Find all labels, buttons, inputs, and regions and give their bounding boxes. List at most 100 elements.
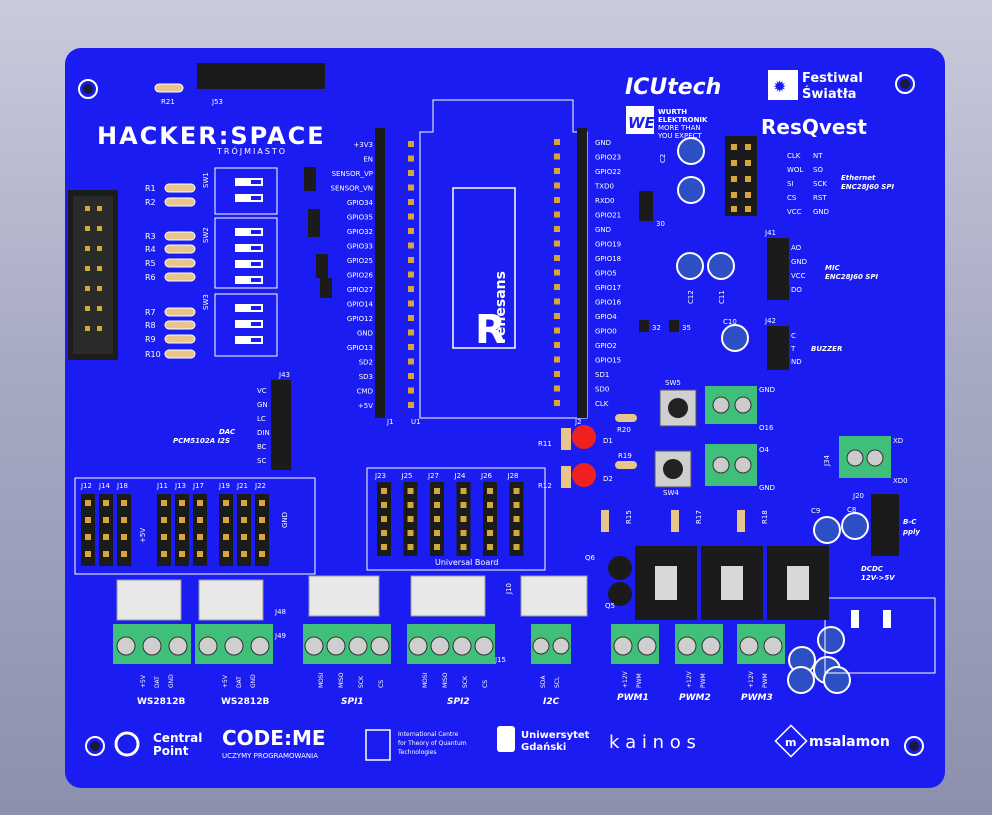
left-header-label: J14 xyxy=(98,482,111,490)
svg-text:BC: BC xyxy=(257,443,267,451)
screw-head xyxy=(552,637,570,655)
ethernet-title: Ethernet ENC28J60 SPI xyxy=(841,174,894,191)
svg-text:HACKER:SPACE: HACKER:SPACE xyxy=(97,122,326,150)
svg-text:J42: J42 xyxy=(764,317,776,325)
push-buttons: SW5 SW4 xyxy=(654,379,697,497)
svg-text:C11: C11 xyxy=(718,290,726,304)
header-pin xyxy=(197,517,203,523)
pwm-resistors: R15 R17 R18 xyxy=(601,510,769,532)
svg-text:TRÓJMIASTO: TRÓJMIASTO xyxy=(216,145,287,156)
svg-text:ICUtech: ICUtech xyxy=(625,75,721,100)
universal-header-label: J26 xyxy=(480,472,493,480)
universal-header-label: J23 xyxy=(374,472,386,480)
kainos-logo: k a i n o s xyxy=(609,732,696,753)
esp-pad xyxy=(408,373,414,379)
ethernet-pin-label: SCK xyxy=(813,180,827,188)
esp-pad xyxy=(554,240,560,247)
svg-text:32: 32 xyxy=(652,324,661,332)
esp-left-pin-label: GPIO34 xyxy=(347,199,374,207)
svg-text:R20: R20 xyxy=(617,426,631,434)
esp-right-pin-label: GND xyxy=(595,226,611,234)
header-pin xyxy=(241,517,247,523)
svg-text:pply: pply xyxy=(902,528,920,536)
mic-header: J41 AO GND VCC DO MIC ENC28J60 SPI xyxy=(764,229,878,300)
svg-text:k a i n o s: k a i n o s xyxy=(609,732,696,753)
esp-pad xyxy=(408,315,414,321)
esp-pad xyxy=(408,213,414,220)
ethernet-pin-label: GND xyxy=(813,208,829,216)
terminal-pin-label: PWM xyxy=(762,673,769,688)
terminal-pin-label: DAT xyxy=(236,676,243,688)
esp-right-pin-label: GPIO0 xyxy=(595,328,617,336)
screw-head xyxy=(474,636,494,656)
esp-left-pin-label: GPIO13 xyxy=(347,344,373,352)
svg-text:12V->5V: 12V->5V xyxy=(861,574,895,582)
svg-text:C2: C2 xyxy=(659,154,667,163)
gnd-label: GND xyxy=(281,512,289,528)
screw-head xyxy=(116,636,136,656)
terminal-pin-label: CS xyxy=(482,680,489,688)
svg-text:MIC: MIC xyxy=(825,264,841,272)
esp-pad xyxy=(408,257,414,263)
esp-pad xyxy=(408,199,414,205)
universal-header-label: J28 xyxy=(507,472,519,480)
esp-right-pin-label: SD0 xyxy=(595,386,609,394)
bottom-labels: WS2812B WS2812B SPI1 SPI2 I2C PWM1 PWM2 … xyxy=(137,693,773,707)
resistor-label: R7 xyxy=(145,308,156,317)
header-pin xyxy=(381,488,387,494)
header-pin xyxy=(513,544,520,550)
left-header-label: J18 xyxy=(116,482,128,490)
terminal-pin-label: SCK xyxy=(462,675,469,688)
header-pin xyxy=(460,502,467,508)
esp-pad xyxy=(554,211,560,218)
dcdc-module: DCDC 12V->5V xyxy=(824,565,936,674)
svg-text:XD: XD xyxy=(893,437,903,445)
resistor-label: R10 xyxy=(145,350,161,359)
ethernet-pin-label: CS xyxy=(787,194,797,202)
terminal-pin-label: DAT xyxy=(154,676,161,688)
esp-pad xyxy=(408,155,414,162)
header-pin xyxy=(513,502,520,508)
esp-pad xyxy=(408,184,414,191)
header-pin xyxy=(223,551,229,557)
svg-text:C8: C8 xyxy=(847,506,856,514)
pin-header xyxy=(99,494,113,566)
svg-text:35: 35 xyxy=(682,324,691,332)
header-pin xyxy=(85,500,91,506)
header-pin xyxy=(197,551,203,557)
svg-text:SW3: SW3 xyxy=(202,294,210,310)
svg-text:ELEKTRONIK: ELEKTRONIK xyxy=(658,116,708,124)
terminal-pin-label: +12V xyxy=(622,670,629,688)
svg-text:International Centre: International Centre xyxy=(398,731,459,738)
svg-text:Gdański: Gdański xyxy=(521,741,566,753)
resistor-body xyxy=(164,183,196,193)
svg-text:DCDC: DCDC xyxy=(861,565,884,573)
header-pin xyxy=(434,544,440,550)
esp-right-pin-label: GPIO18 xyxy=(595,255,621,263)
svg-text:LC: LC xyxy=(257,415,266,423)
terminal-pin-label: GND xyxy=(250,674,257,688)
esp-left-pin-label: GPIO27 xyxy=(347,286,373,294)
esp-pad xyxy=(554,139,560,145)
esp-right-pin-label: SD1 xyxy=(595,371,609,379)
universal-header-label: J25 xyxy=(401,472,413,480)
jumpers xyxy=(304,167,332,298)
header-pin xyxy=(241,500,247,506)
header-pin xyxy=(259,534,265,540)
esp-left-pin-label: GPIO25 xyxy=(347,257,373,265)
pin-header xyxy=(81,494,95,566)
terminal-pin-label: SCK xyxy=(358,675,365,688)
esp-left-pin-label: GPIO32 xyxy=(347,228,373,236)
svg-text:J15: J15 xyxy=(494,656,506,664)
svg-text:ENC28J60 SPI: ENC28J60 SPI xyxy=(825,273,878,281)
header-pin xyxy=(381,530,387,536)
svg-text:Central: Central xyxy=(153,731,202,745)
screw-head xyxy=(250,636,270,656)
resistor-label: R2 xyxy=(145,198,156,207)
header-pin xyxy=(241,534,247,540)
resqvest-logo: ResQvest xyxy=(761,115,867,139)
svg-text:R: R xyxy=(475,307,506,353)
terminal-pin-label: MOSI xyxy=(422,672,429,688)
esp-left-pin-label: CMD xyxy=(357,388,373,396)
